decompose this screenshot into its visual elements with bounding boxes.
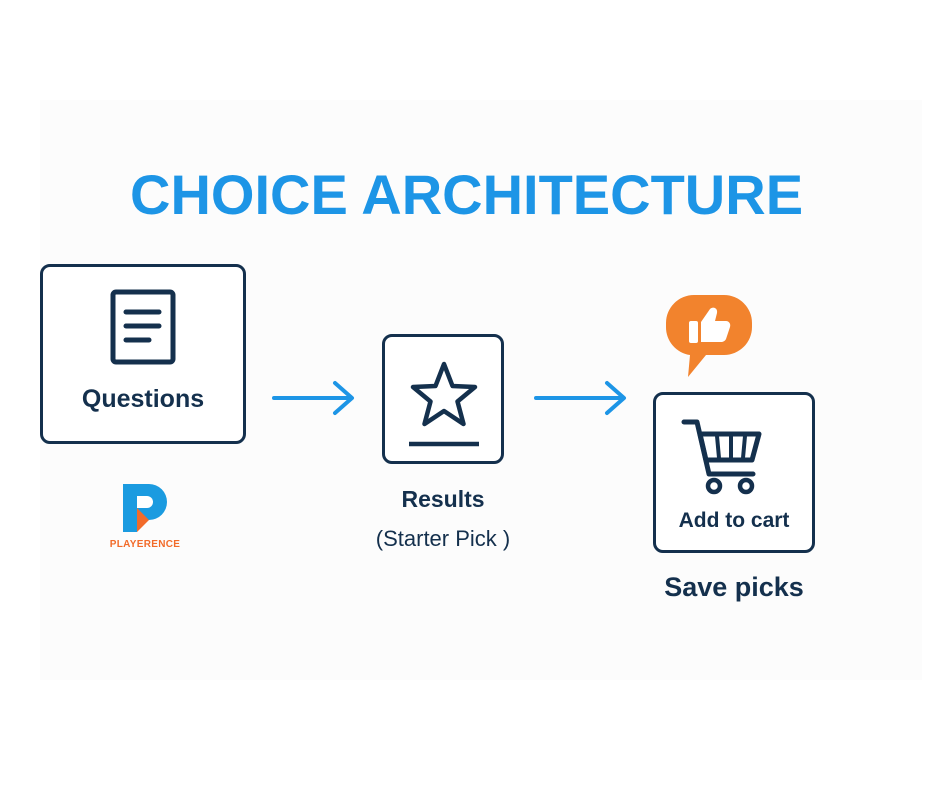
step-questions-box: Questions bbox=[40, 264, 246, 444]
thumbs-up-icon bbox=[665, 295, 752, 377]
playerence-logo-icon bbox=[123, 484, 167, 532]
arrow-right-icon bbox=[272, 381, 354, 415]
star-icon bbox=[409, 361, 479, 447]
step-save-picks-caption: Save picks bbox=[664, 572, 804, 602]
arrow-right-icon bbox=[534, 381, 626, 415]
step-results-box bbox=[382, 334, 504, 464]
diagram-title: CHOICE ARCHITECTURE bbox=[130, 163, 804, 226]
step-results-sublabel: (Starter Pick ) bbox=[375, 526, 511, 551]
brand-name: PLAYERENCE bbox=[109, 539, 181, 550]
document-icon bbox=[110, 289, 176, 365]
shopping-cart-icon bbox=[681, 419, 762, 495]
step-add-to-cart-box: Add to cart bbox=[653, 392, 815, 553]
step-results-label: Results bbox=[401, 486, 485, 512]
step-questions-label: Questions bbox=[81, 385, 205, 413]
step-add-to-cart-label: Add to cart bbox=[678, 509, 790, 532]
